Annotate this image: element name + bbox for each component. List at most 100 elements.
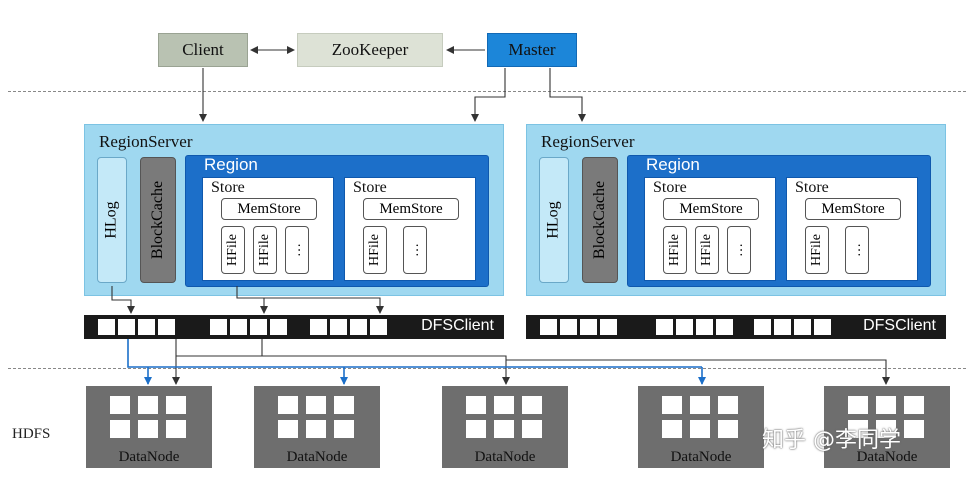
block-cell: [522, 420, 542, 438]
block-cell: [690, 420, 710, 438]
block-cell: [540, 319, 557, 335]
datanode-5: DataNode: [824, 386, 950, 468]
dfs-datanode-arrow: [176, 339, 263, 357]
block-cell: [306, 420, 326, 438]
dfs-datanode-arrow: [506, 359, 890, 385]
block-cell: [138, 396, 158, 414]
divider-bottom: [8, 368, 966, 369]
client-box: Client: [158, 33, 248, 67]
block-cell: [210, 319, 227, 335]
regionserver-1: RegionServer HLog BlockCache Region Stor…: [84, 124, 504, 296]
memstore-box: MemStore: [663, 198, 759, 220]
store-label: Store: [211, 179, 245, 196]
hlog-box: HLog: [97, 157, 127, 283]
block-cell: [138, 319, 155, 335]
memstore-box: MemStore: [221, 198, 317, 220]
datanode-4: DataNode: [638, 386, 764, 468]
zookeeper-label: ZooKeeper: [331, 40, 409, 59]
hfile-box: HFile: [221, 226, 245, 274]
dfsclient-label: DFSClient: [421, 317, 494, 334]
block-cell: [580, 319, 597, 335]
block-cell: [600, 319, 617, 335]
block-cell: [656, 319, 673, 335]
more-files-box: …: [285, 226, 309, 274]
dfsclient-bar-2: DFSClient: [526, 315, 946, 339]
blue-replication-arrow: [127, 339, 702, 368]
block-cell: [522, 396, 542, 414]
block-cell: [848, 396, 868, 414]
block-cell: [330, 319, 347, 335]
block-cell: [166, 420, 186, 438]
block-cell: [560, 319, 577, 335]
zookeeper-box: ZooKeeper: [297, 33, 443, 67]
region-2: Region Store MemStore HFile HFile … Stor…: [627, 155, 931, 287]
block-cell: [716, 319, 733, 335]
block-cell: [230, 319, 247, 335]
block-cell: [718, 396, 738, 414]
regionserver-2-label: RegionServer: [541, 132, 635, 151]
region-2-label: Region: [646, 155, 700, 174]
block-cell: [350, 319, 367, 335]
master-label: Master: [508, 40, 556, 59]
memstore-box: MemStore: [363, 198, 459, 220]
more-files-box: …: [727, 226, 751, 274]
datanode-label: DataNode: [856, 449, 918, 465]
master-rs1-arrow: [471, 68, 506, 122]
block-cell: [466, 420, 486, 438]
block-cell: [696, 319, 713, 335]
block-cell: [306, 396, 326, 414]
store-label: Store: [653, 179, 687, 196]
datanode-label: DataNode: [118, 449, 180, 465]
store-2a: Store MemStore HFile HFile …: [644, 177, 776, 281]
store-label: Store: [795, 179, 829, 196]
block-cell: [794, 319, 811, 335]
block-cell: [466, 396, 486, 414]
blockcache-box: BlockCache: [582, 157, 618, 283]
block-cell: [118, 319, 135, 335]
block-cell: [494, 420, 514, 438]
block-cell: [662, 396, 682, 414]
dfsclient-bar-1: DFSClient: [84, 315, 504, 339]
hfile-box: HFile: [805, 226, 829, 274]
memstore-box: MemStore: [805, 198, 901, 220]
store-1b: Store MemStore HFile …: [344, 177, 476, 281]
more-files-box: …: [403, 226, 427, 274]
block-cell: [754, 319, 771, 335]
block-cell: [814, 319, 831, 335]
block-cell: [718, 420, 738, 438]
block-cell: [158, 319, 175, 335]
block-cell: [904, 420, 924, 438]
client-label: Client: [182, 40, 224, 59]
block-cell: [370, 319, 387, 335]
block-cell: [334, 420, 354, 438]
datanode-3: DataNode: [442, 386, 568, 468]
block-cell: [876, 420, 896, 438]
regionserver-2: RegionServer HLog BlockCache Region Stor…: [526, 124, 946, 296]
block-cell: [278, 420, 298, 438]
hfile-dfs-arrow: [236, 286, 384, 314]
block-cell: [904, 396, 924, 414]
regionserver-1-label: RegionServer: [99, 132, 193, 151]
block-cell: [848, 420, 868, 438]
block-cell: [662, 420, 682, 438]
region-1-label: Region: [204, 155, 258, 174]
master-box: Master: [487, 33, 577, 67]
block-cell: [110, 420, 130, 438]
block-cell: [250, 319, 267, 335]
block-cell: [876, 396, 896, 414]
store-label: Store: [353, 179, 387, 196]
block-cell: [676, 319, 693, 335]
hlog-dfs-arrow: [111, 286, 135, 314]
hfile-box: HFile: [695, 226, 719, 274]
hlog-box: HLog: [539, 157, 569, 283]
divider-top: [8, 91, 966, 92]
hfile-box: HFile: [253, 226, 277, 274]
store-2b: Store MemStore HFile …: [786, 177, 918, 281]
block-cell: [690, 396, 710, 414]
block-cell: [310, 319, 327, 335]
store-1a: Store MemStore HFile HFile …: [202, 177, 334, 281]
datanode-label: DataNode: [474, 449, 536, 465]
datanode-2: DataNode: [254, 386, 380, 468]
block-cell: [138, 420, 158, 438]
